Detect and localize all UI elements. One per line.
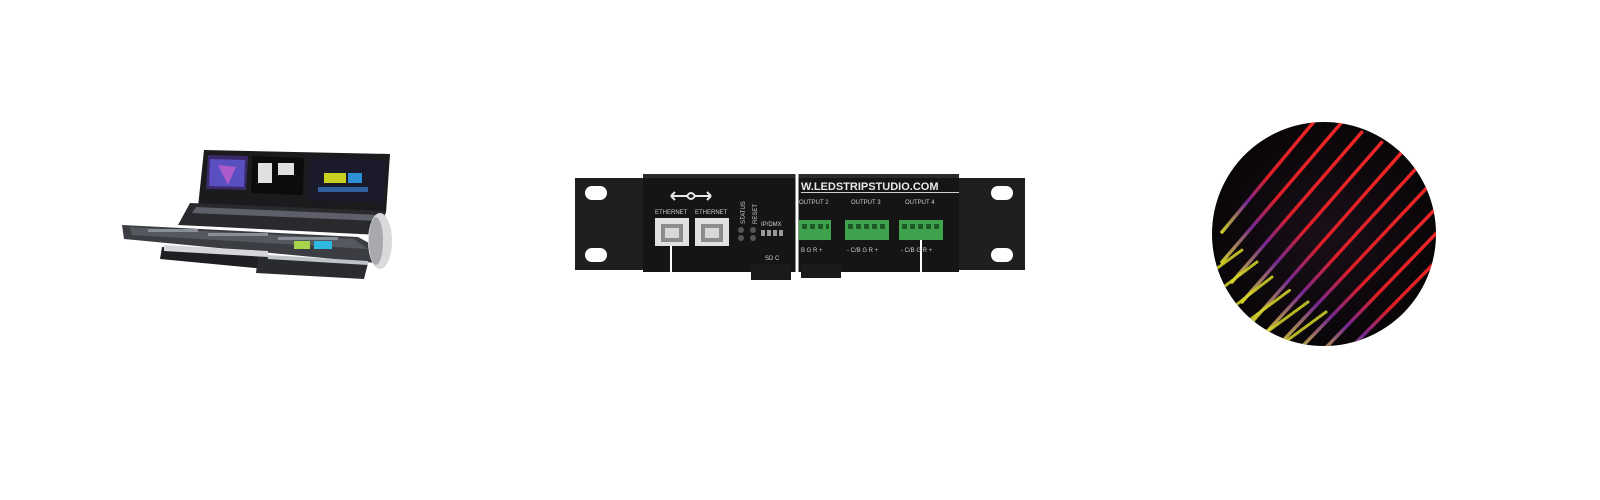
lighting-console-image <box>118 145 403 293</box>
led-controller-image: ETHERNET ETHERNET STATUS RESET IP/DMX <box>575 172 1025 290</box>
controller-icon: ETHERNET ETHERNET STATUS RESET IP/DMX <box>575 172 1025 280</box>
console-icon <box>122 150 392 279</box>
ethernet-port-2 <box>695 218 729 246</box>
ethernet-port-1 <box>655 218 689 246</box>
sd-card-label: SD C <box>765 256 780 262</box>
pin-label-2: B G R + <box>801 248 823 254</box>
pin-label-4: - C/B G R + <box>901 248 933 254</box>
status-label: STATUS <box>741 201 747 224</box>
website-label: W.LEDSTRIPSTUDIO.COM <box>801 181 939 193</box>
network-logo-icon <box>670 191 712 201</box>
led-strip-icon <box>1212 122 1436 346</box>
terminal-block-3 <box>845 220 889 240</box>
led-strip-image <box>1212 122 1436 346</box>
terminal-block-2 <box>799 220 831 240</box>
output-2-label: OUTPUT 2 <box>799 200 829 206</box>
pin-label-3: - C/B G R + <box>847 248 879 254</box>
reset-label: RESET <box>753 204 759 224</box>
dmx-label: IP/DMX <box>761 222 782 228</box>
output-3-label: OUTPUT 3 <box>851 200 881 206</box>
terminal-block-4 <box>899 220 943 240</box>
ethernet-label-1: ETHERNET <box>655 210 688 216</box>
output-4-label: OUTPUT 4 <box>905 200 935 206</box>
ethernet-label-2: ETHERNET <box>695 210 728 216</box>
